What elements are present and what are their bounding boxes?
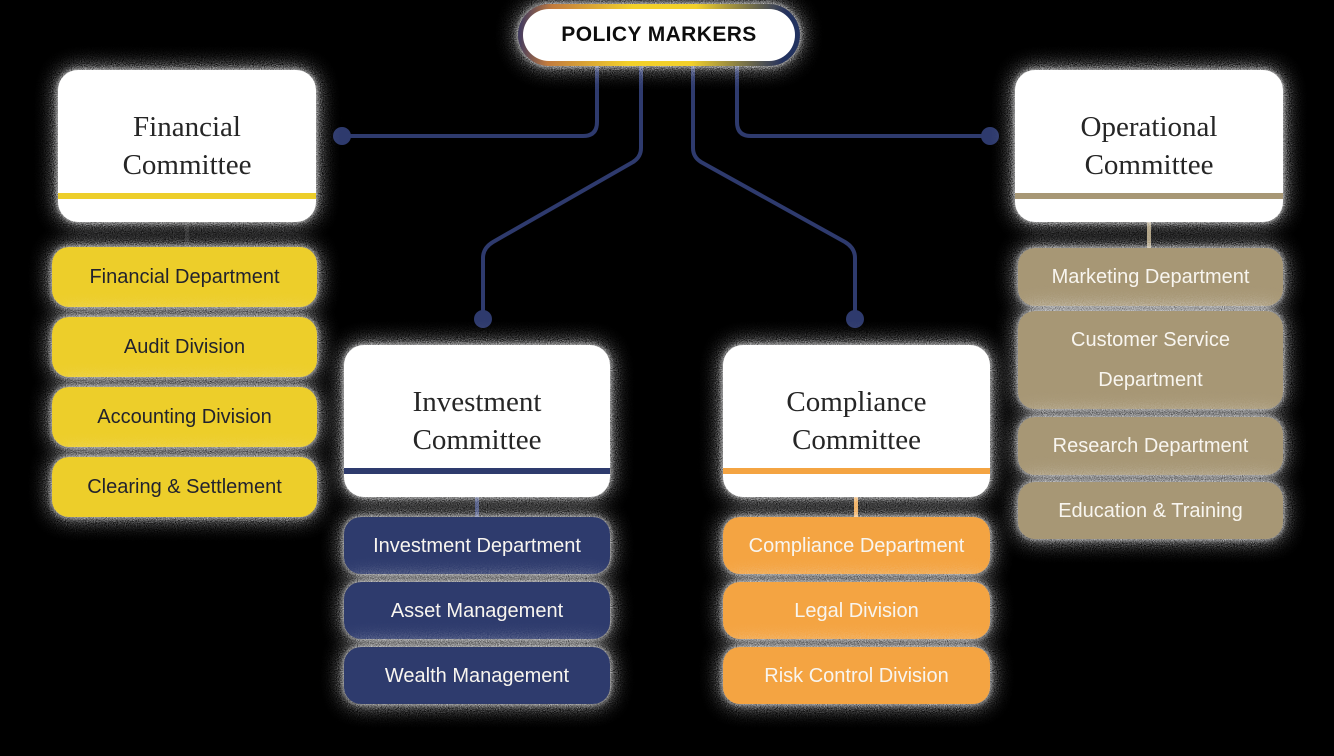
dept-label: Investment Department — [373, 534, 581, 557]
connector-dot-compliance — [846, 310, 864, 328]
committee-title-line: Compliance — [786, 386, 927, 418]
dept-label: Compliance Department — [748, 534, 965, 557]
connector-dot-financial — [333, 127, 351, 145]
committee-card-operational: Operational Committee — [1015, 70, 1283, 222]
committee-underline-compliance — [723, 468, 990, 474]
dept-box-wealth-management: Wealth Management — [344, 647, 610, 704]
root-node-inner: POLICY MARKERS — [523, 9, 795, 61]
dept-label: Risk Control Division — [764, 664, 949, 687]
dept-box-compliance-department: Compliance Department — [723, 517, 990, 574]
dept-label: Marketing Department — [1051, 266, 1250, 288]
committee-title-line: Committee — [412, 424, 542, 456]
committee-card-investment: Investment Committee — [344, 345, 610, 497]
committee-card-financial: Financial Committee — [58, 70, 316, 222]
committee-title-line: Financial — [133, 111, 241, 143]
committee-title-operational: Operational Committee — [1015, 108, 1283, 184]
dept-box-clearing-settlement: Clearing & Settlement — [52, 457, 317, 517]
dept-box-accounting-division: Accounting Division — [52, 387, 317, 447]
dept-box-research-department: Research Department — [1018, 417, 1283, 475]
committee-underline-investment — [344, 468, 610, 474]
dept-box-marketing-department: Marketing Department — [1018, 248, 1283, 306]
dept-label: Legal Division — [794, 599, 919, 622]
committee-title-line: Committee — [1084, 149, 1214, 181]
committee-title-compliance: Compliance Committee — [723, 383, 990, 459]
committee-card-compliance: Compliance Committee — [723, 345, 990, 497]
dept-label: Clearing & Settlement — [87, 476, 282, 498]
dept-label: Education & Training — [1058, 499, 1243, 522]
dept-box-education-training: Education & Training — [1018, 482, 1283, 539]
dept-label: Asset Management — [390, 599, 564, 622]
dept-box-investment-department: Investment Department — [344, 517, 610, 574]
dept-label: Accounting Division — [97, 406, 272, 428]
dept-label: Audit Division — [123, 336, 246, 358]
dept-box-asset-management: Asset Management — [344, 582, 610, 639]
committee-title-financial: Financial Committee — [58, 108, 316, 184]
dept-box-audit-division: Audit Division — [52, 317, 317, 377]
dept-label: Wealth Management — [384, 664, 570, 687]
dept-label: Customer Service Department — [1071, 329, 1230, 391]
committee-underline-operational — [1015, 193, 1283, 199]
dept-box-financial-department: Financial Department — [52, 247, 317, 307]
dept-box-customer-service-department: Customer Service Department — [1018, 311, 1283, 409]
committee-title-line: Investment — [412, 386, 542, 418]
committee-title-line: Committee — [792, 424, 921, 456]
root-node-policy-markers: POLICY MARKERS — [518, 4, 800, 66]
committee-title-investment: Investment Committee — [344, 383, 610, 459]
root-node-label: POLICY MARKERS — [561, 23, 757, 46]
connector-dot-investment — [474, 310, 492, 328]
committee-title-line: Operational — [1080, 111, 1218, 143]
committee-underline-financial — [58, 193, 316, 199]
dept-label: Research Department — [1052, 435, 1249, 457]
dept-box-risk-control-division: Risk Control Division — [723, 647, 990, 704]
dept-box-legal-division: Legal Division — [723, 582, 990, 639]
connector-dot-operational — [981, 127, 999, 145]
committee-title-line: Committee — [122, 149, 252, 181]
dept-label: Financial Department — [89, 266, 280, 288]
